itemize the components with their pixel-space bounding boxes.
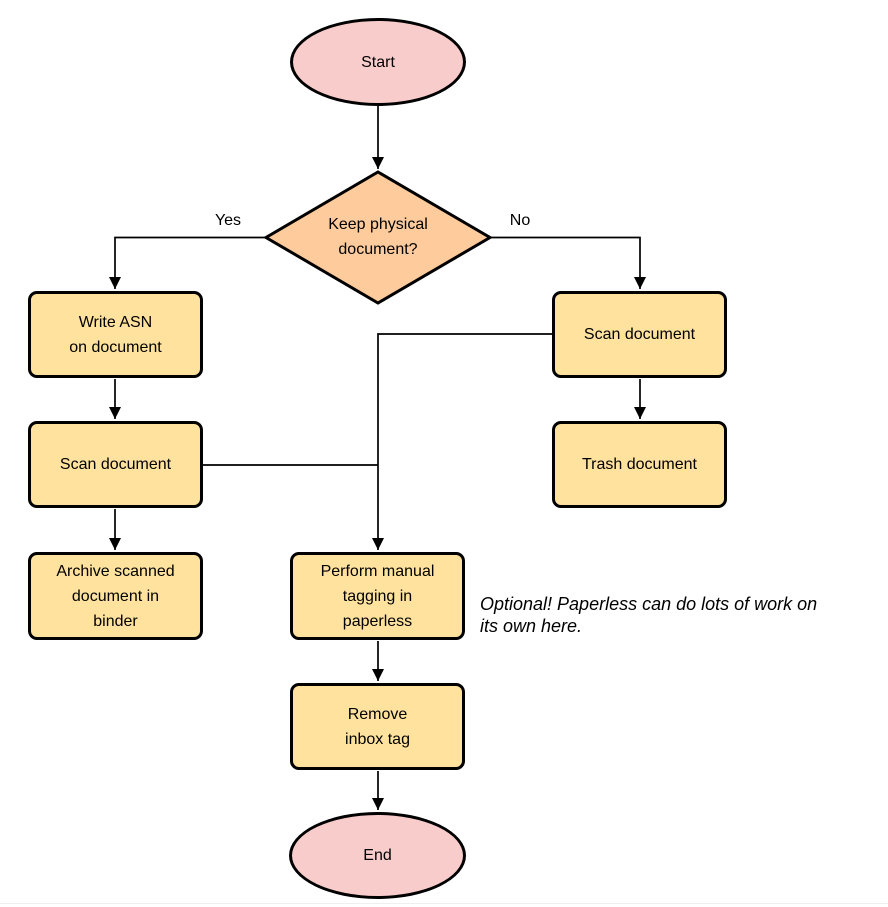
edge-decision-no-to-scan-right — [490, 236, 646, 289]
node-scan-document-left-label: Scan document — [59, 456, 172, 473]
edge-decision-yes-to-write-asn — [109, 236, 266, 289]
node-end-label: End — [363, 847, 392, 864]
node-write-asn: Write ASN on document — [28, 291, 203, 378]
decision-diamond-shape — [263, 170, 493, 305]
annotation-optional-note: Optional! Paperless can do lots of work … — [480, 594, 818, 636]
page-bottom-divider — [0, 903, 888, 904]
node-archive-binder-label: Archive scanned document in binder — [56, 562, 175, 630]
node-archive-binder: Archive scanned document in binder — [28, 552, 203, 640]
edge-label-no: No — [509, 212, 531, 229]
node-remove-inbox-tag: Remove inbox tag — [290, 683, 465, 770]
node-scan-document-right: Scan document — [552, 291, 727, 378]
node-trash-document: Trash document — [552, 421, 727, 508]
node-perform-tagging-label: Perform manual tagging in paperless — [320, 562, 435, 630]
node-start: Start — [290, 18, 466, 106]
node-remove-inbox-tag-label: Remove inbox tag — [345, 705, 410, 748]
node-scan-document-left: Scan document — [28, 421, 203, 508]
node-decision-label: Keep physical document? — [328, 216, 428, 258]
node-trash-document-label: Trash document — [581, 456, 697, 473]
edge-scan-right-to-perform-tagging — [372, 333, 552, 550]
node-write-asn-label: Write ASN on document — [69, 313, 162, 356]
edge-label-yes: Yes — [214, 212, 242, 229]
node-scan-document-right-label: Scan document — [583, 326, 696, 343]
node-end: End — [289, 812, 466, 899]
node-perform-tagging: Perform manual tagging in paperless — [290, 552, 465, 640]
node-start-label: Start — [361, 53, 395, 71]
